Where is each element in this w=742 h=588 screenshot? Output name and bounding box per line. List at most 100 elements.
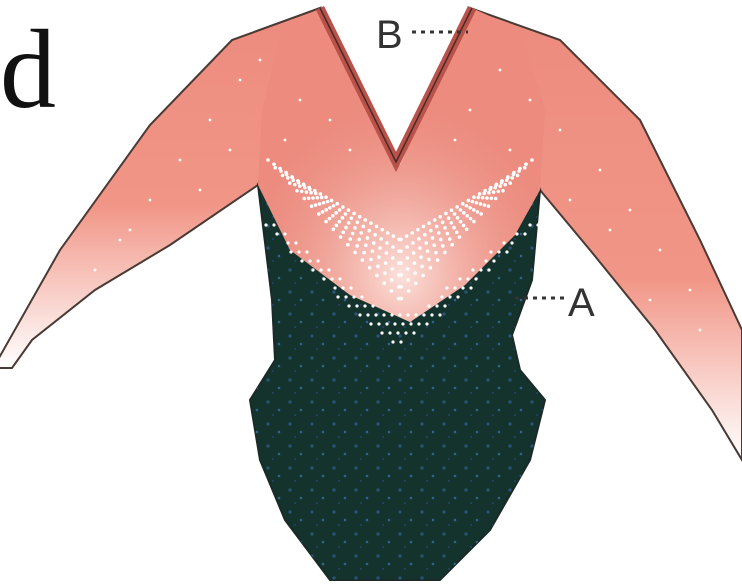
rhinestone — [433, 218, 437, 222]
rhinestone — [559, 129, 562, 132]
rhinestone — [355, 244, 359, 248]
rhinestone — [399, 285, 403, 289]
rhinestone — [361, 225, 365, 229]
rhinestone — [524, 162, 528, 166]
rhinestone — [515, 232, 518, 235]
rhinestone — [536, 223, 539, 226]
rhinestone — [417, 322, 420, 325]
rhinestone — [329, 119, 332, 122]
rhinestone — [481, 196, 485, 200]
rhinestone — [400, 297, 404, 301]
rhinestone — [302, 182, 306, 186]
rhinestone — [469, 109, 472, 112]
rhinestone — [209, 119, 212, 122]
rhinestone — [409, 322, 412, 325]
rhinestone — [273, 166, 277, 170]
rhinestone — [405, 245, 409, 249]
rhinestone — [344, 226, 348, 230]
rhinestone — [94, 269, 97, 272]
rhinestone — [379, 237, 383, 241]
rhinestone — [490, 196, 494, 200]
rhinestone — [398, 313, 401, 316]
rhinestone — [432, 244, 436, 248]
rhinestone — [371, 249, 375, 253]
rhinestone — [399, 273, 403, 277]
rhinestone — [487, 191, 491, 195]
rhinestone — [445, 286, 448, 289]
rhinestone — [281, 174, 285, 178]
rhinestone — [477, 196, 481, 200]
rhinestone — [321, 210, 325, 214]
rhinestone — [422, 225, 426, 229]
rhinestone — [424, 241, 428, 245]
rhinestone — [487, 268, 490, 271]
rhinestone — [405, 234, 409, 238]
rhinestone — [439, 238, 443, 242]
rhinestone — [699, 329, 702, 332]
rhinestone — [599, 169, 602, 172]
rhinestone — [311, 268, 314, 271]
rhinestone — [300, 259, 303, 262]
rhinestone — [319, 268, 322, 271]
rhinestone — [332, 228, 336, 232]
rhinestone — [356, 220, 360, 224]
rhinestone — [366, 236, 370, 240]
rhinestone — [378, 246, 382, 250]
rhinestone — [471, 268, 474, 271]
rhinestone — [336, 295, 339, 298]
rhinestone — [272, 223, 275, 226]
rhinestone — [466, 277, 469, 280]
rhinestone — [609, 229, 612, 232]
rhinestone — [419, 255, 423, 259]
rhinestone — [358, 215, 362, 219]
rhinestone — [492, 259, 495, 262]
rhinestone — [450, 221, 454, 225]
rhinestone — [406, 267, 410, 271]
rhinestone — [502, 241, 505, 244]
rhinestone — [299, 99, 302, 102]
rhinestone — [371, 304, 374, 307]
rhinestone — [353, 251, 357, 255]
rhinestone — [129, 229, 132, 232]
rhinestone — [421, 274, 425, 278]
rhinestone — [290, 175, 294, 179]
rhinestone — [351, 232, 355, 236]
rhinestone — [501, 189, 505, 193]
rhinestone — [456, 216, 460, 220]
rhinestone — [386, 231, 390, 235]
rhinestone — [492, 190, 496, 194]
rhinestone — [360, 295, 363, 298]
rhinestone — [284, 171, 288, 175]
rhinestone — [349, 149, 352, 152]
rhinestone — [489, 186, 493, 190]
rhinestone — [438, 215, 442, 219]
rhinestone — [314, 203, 318, 207]
rhinestone — [450, 208, 454, 212]
rhinestone — [479, 212, 483, 216]
rhinestone — [412, 331, 415, 334]
rhinestone — [342, 230, 346, 234]
rhinestone — [368, 266, 372, 270]
rhinestone — [443, 251, 447, 255]
rhinestone — [335, 202, 339, 206]
rhinestone — [341, 205, 345, 209]
rhinestone — [328, 206, 332, 210]
rhinestone — [406, 313, 409, 316]
rhinestone — [338, 208, 342, 212]
rhinestone — [483, 203, 487, 207]
rhinestone — [259, 59, 262, 62]
rhinestone — [510, 241, 513, 244]
rhinestone — [388, 331, 391, 334]
rhinestone — [483, 189, 487, 193]
rhinestone — [288, 181, 292, 185]
rhinestone — [425, 322, 428, 325]
rhinestone — [319, 192, 323, 196]
rhinestone — [429, 266, 433, 270]
rhinestone — [453, 286, 456, 289]
rhinestone — [458, 235, 462, 239]
rhinestone — [385, 251, 389, 255]
rhinestone — [484, 259, 487, 262]
rhinestone — [341, 216, 345, 220]
rhinestone — [506, 175, 510, 179]
